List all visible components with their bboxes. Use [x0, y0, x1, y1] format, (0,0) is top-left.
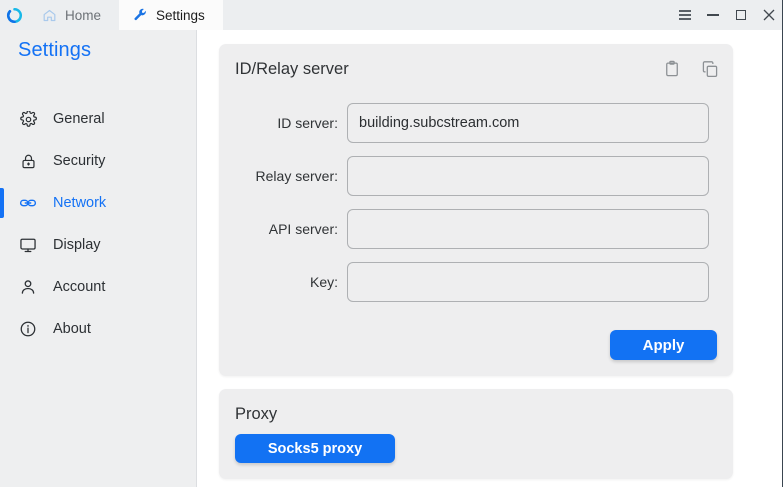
- window-controls: [671, 0, 782, 30]
- sidebar-list: General Security: [0, 98, 197, 350]
- id-server-input[interactable]: building.subcstream.com: [347, 102, 709, 143]
- title-bar: Home Settings: [0, 0, 782, 30]
- api-server-input[interactable]: [347, 208, 709, 249]
- sidebar: Settings General: [0, 30, 197, 487]
- copy-button[interactable]: [699, 58, 721, 80]
- sidebar-item-network[interactable]: Network: [0, 182, 197, 224]
- socks5-proxy-button[interactable]: Socks5 proxy: [235, 434, 395, 463]
- relay-server-input[interactable]: [347, 155, 709, 196]
- link-icon: [18, 194, 38, 212]
- info-icon: [18, 320, 38, 338]
- rustdesk-logo-icon: [6, 7, 22, 23]
- proxy-card: Proxy Socks5 proxy: [219, 389, 733, 479]
- sidebar-item-label: Display: [53, 237, 101, 253]
- form-row-key: Key:: [219, 255, 733, 308]
- sidebar-item-label: Account: [53, 279, 106, 295]
- apply-button[interactable]: Apply: [610, 330, 717, 360]
- sidebar-item-label: Network: [53, 195, 107, 211]
- card-title: Proxy: [235, 405, 278, 423]
- form-row-api-server: API server:: [219, 202, 733, 255]
- key-label: Key:: [309, 273, 338, 290]
- api-server-label: API server:: [268, 220, 338, 237]
- selection-indicator: [0, 146, 4, 176]
- tab-settings[interactable]: Settings: [119, 0, 223, 30]
- main-content: ID/Relay server: [197, 30, 782, 487]
- tab-bar: Home Settings: [28, 0, 223, 30]
- sidebar-item-label: Security: [53, 153, 106, 169]
- close-button[interactable]: [755, 0, 782, 30]
- paste-button[interactable]: [661, 58, 683, 80]
- sidebar-item-display[interactable]: Display: [0, 224, 197, 266]
- gear-icon: [18, 110, 38, 128]
- menu-button[interactable]: [671, 0, 699, 30]
- wrench-icon: [133, 8, 148, 23]
- lock-icon: [18, 153, 38, 170]
- id-relay-server-card: ID/Relay server: [219, 44, 733, 376]
- minimize-icon: [707, 14, 719, 16]
- selection-indicator: [0, 272, 4, 302]
- sidebar-item-account[interactable]: Account: [0, 266, 197, 308]
- monitor-icon: [18, 236, 38, 254]
- tab-home[interactable]: Home: [28, 0, 119, 30]
- relay-server-label: Relay server:: [255, 167, 338, 184]
- window-body: Settings General: [0, 30, 782, 487]
- selection-indicator: [0, 188, 4, 218]
- person-icon: [18, 278, 38, 296]
- selection-indicator: [0, 230, 4, 260]
- maximize-button[interactable]: [727, 0, 755, 30]
- tab-home-label: Home: [65, 7, 102, 23]
- form-row-id-server: ID server: building.subcstream.com: [219, 96, 733, 149]
- key-input[interactable]: [347, 261, 709, 302]
- selection-indicator: [0, 314, 4, 344]
- card-actions: [661, 58, 721, 80]
- server-form: ID server: building.subcstream.com Relay…: [219, 96, 733, 308]
- sidebar-item-security[interactable]: Security: [0, 140, 197, 182]
- sidebar-title: Settings: [18, 39, 92, 61]
- id-server-label: ID server:: [277, 114, 338, 131]
- app-logo: [0, 0, 28, 30]
- hamburger-icon: [679, 10, 691, 20]
- sidebar-item-label: About: [53, 321, 91, 337]
- card-title: ID/Relay server: [235, 60, 349, 78]
- home-icon: [42, 8, 57, 23]
- maximize-icon: [736, 10, 746, 20]
- minimize-button[interactable]: [699, 0, 727, 30]
- form-row-relay-server: Relay server:: [219, 149, 733, 202]
- close-icon: [763, 9, 775, 21]
- tab-settings-label: Settings: [156, 7, 205, 23]
- sidebar-item-label: General: [53, 111, 105, 127]
- sidebar-item-general[interactable]: General: [0, 98, 197, 140]
- sidebar-item-about[interactable]: About: [0, 308, 197, 350]
- selection-indicator: [0, 104, 4, 134]
